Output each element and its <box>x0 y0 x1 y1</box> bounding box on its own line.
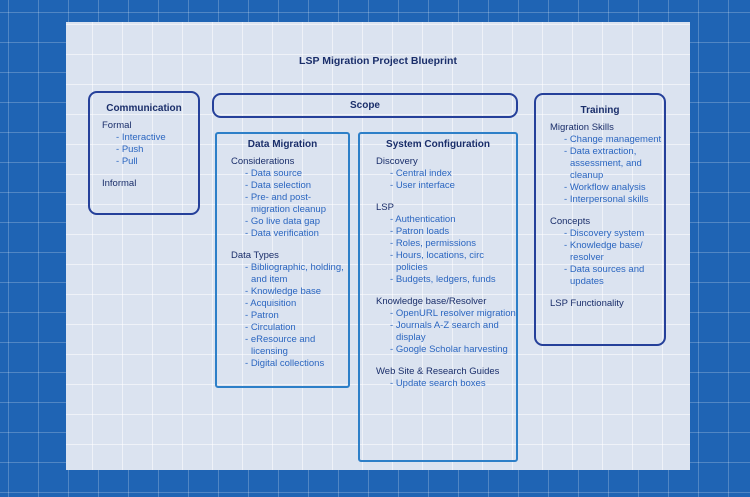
data-migration-content: ConsiderationsData sourceData selectionP… <box>217 156 348 370</box>
list-item: eResource and licensing <box>231 334 348 358</box>
section-heading: Formal <box>102 120 132 131</box>
diagram-title: LSP Migration Project Blueprint <box>299 55 457 67</box>
list-item: Circulation <box>231 322 348 334</box>
blueprint-sheet: LSP Migration Project Blueprint Communic… <box>66 22 690 470</box>
list-item: Push <box>102 144 198 156</box>
system-configuration-content: DiscoveryCentral indexUser interfaceLSPA… <box>360 156 516 390</box>
list-item: Pre- and post-migration cleanup <box>231 192 348 216</box>
section-block: Migration SkillsChange managementData ex… <box>550 122 664 206</box>
system-configuration-title: System Configuration <box>386 139 490 150</box>
list-item: Workflow analysis <box>550 182 664 194</box>
list-item: Bibliographic, holding, and item <box>231 262 348 286</box>
section-block: ConceptsDiscovery systemKnowledge base/ … <box>550 216 664 288</box>
list-item: User interface <box>376 180 516 192</box>
list-item: Update search boxes <box>376 378 516 390</box>
list-item: Go live data gap <box>231 216 348 228</box>
list-item: Data source <box>231 168 348 180</box>
section-block: LSPAuthenticationPatron loadsRoles, perm… <box>376 202 516 286</box>
communication-content: FormalInteractivePushPullInformal <box>90 120 198 190</box>
list-item: Data extraction, assessment, and cleanup <box>550 146 664 182</box>
list-item: Data verification <box>231 228 348 240</box>
section-block: Web Site & Research GuidesUpdate search … <box>376 366 516 390</box>
list-item: Google Scholar harvesting <box>376 344 516 356</box>
list-item: Data sources and updates <box>550 264 664 288</box>
list-item: Pull <box>102 156 198 168</box>
section-heading: Knowledge base/Resolver <box>376 296 487 307</box>
section-heading: Web Site & Research Guides <box>376 366 500 377</box>
list-item: Patron loads <box>376 226 516 238</box>
list-item: Hours, locations, circ policies <box>376 250 516 274</box>
list-item: Central index <box>376 168 516 180</box>
section-block: ConsiderationsData sourceData selectionP… <box>231 156 348 240</box>
section-heading: Migration Skills <box>550 122 614 133</box>
data-migration-box: Data Migration ConsiderationsData source… <box>215 132 350 388</box>
list-item: Interpersonal skills <box>550 194 664 206</box>
list-item: Knowledge base/ resolver <box>550 240 664 264</box>
communication-title: Communication <box>106 103 182 114</box>
section-heading: Data Types <box>231 250 279 261</box>
list-item: Data selection <box>231 180 348 192</box>
section-heading: LSP <box>376 202 394 213</box>
section-heading: Considerations <box>231 156 295 167</box>
section-block: Data TypesBibliographic, holding, and it… <box>231 250 348 370</box>
section-block: Knowledge base/ResolverOpenURL resolver … <box>376 296 516 356</box>
section-block: Informal <box>102 178 198 190</box>
section-block: DiscoveryCentral indexUser interface <box>376 156 516 192</box>
list-item: Change management <box>550 134 664 146</box>
list-item: Budgets, ledgers, funds <box>376 274 516 286</box>
section-block: FormalInteractivePushPull <box>102 120 198 168</box>
list-item: Patron <box>231 310 348 322</box>
scope-box: Scope <box>212 93 518 118</box>
training-content: Migration SkillsChange managementData ex… <box>536 122 664 310</box>
training-title: Training <box>580 105 620 116</box>
list-item: Roles, permissions <box>376 238 516 250</box>
system-configuration-box: System Configuration DiscoveryCentral in… <box>358 132 518 462</box>
list-item: Discovery system <box>550 228 664 240</box>
scope-title: Scope <box>349 100 380 111</box>
list-item: Acquisition <box>231 298 348 310</box>
section-heading: LSP Functionality <box>550 298 624 309</box>
list-item: Knowledge base <box>231 286 348 298</box>
list-item: Journals A-Z search and display <box>376 320 516 344</box>
section-block: LSP Functionality <box>550 298 664 310</box>
list-item: Digital collections <box>231 358 348 370</box>
communication-box: Communication FormalInteractivePushPullI… <box>88 91 200 215</box>
section-heading: Concepts <box>550 216 591 227</box>
training-box: Training Migration SkillsChange manageme… <box>534 93 666 346</box>
section-heading: Discovery <box>376 156 418 167</box>
data-migration-title: Data Migration <box>247 139 318 150</box>
section-heading: Informal <box>102 178 137 189</box>
list-item: OpenURL resolver migration <box>376 308 516 320</box>
list-item: Authentication <box>376 214 516 226</box>
list-item: Interactive <box>102 132 198 144</box>
